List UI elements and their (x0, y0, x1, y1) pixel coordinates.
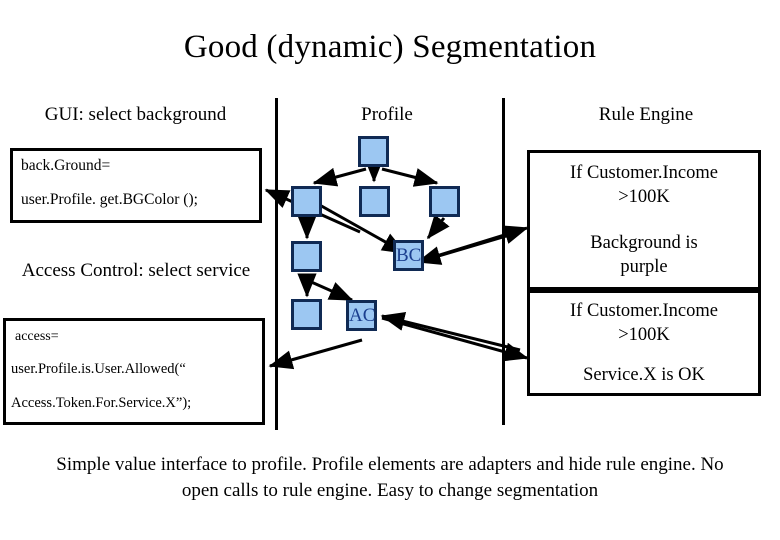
rule-2-condition-line-1: If Customer.Income (570, 301, 718, 321)
profile-node-left-3[interactable] (291, 299, 322, 330)
rule-1-condition-line-2: >100K (618, 187, 670, 207)
rule-2-condition-line-2: >100K (618, 325, 670, 345)
column-header-gui: GUI: select background (44, 104, 227, 125)
access-code-line-3: Access.Token.For.Service.X”); (11, 395, 192, 411)
rule-2-action: Service.X is OK (530, 363, 758, 387)
profile-node-right[interactable] (429, 186, 460, 217)
column-header-rule-engine: Rule Engine (598, 104, 694, 125)
gui-code-line-2: user.Profile. get.BGColor (); (21, 191, 198, 208)
rule-1-action-line-1: Background is (590, 233, 698, 253)
rule-box-background: If Customer.Income >100K Background is p… (527, 150, 761, 290)
access-control-label: Access Control: select service (21, 260, 251, 281)
rule-2-condition: If Customer.Income >100K (530, 299, 758, 347)
rule-1-condition-line-1: If Customer.Income (570, 163, 718, 183)
profile-node-ac[interactable]: AC (346, 300, 377, 331)
profile-node-left-2[interactable] (291, 241, 322, 272)
column-divider-right (502, 98, 505, 425)
profile-node-center[interactable] (359, 186, 390, 217)
rule-1-action: Background is purple (530, 231, 758, 279)
rule-box-service: If Customer.Income >100K Service.X is OK (527, 290, 761, 396)
rule-1-action-line-2: purple (620, 257, 668, 277)
page-title: Good (dynamic) Segmentation (183, 29, 597, 65)
rule-1-condition: If Customer.Income >100K (530, 161, 758, 209)
access-code-box: access= user.Profile.is.User.Allowed(“ A… (3, 318, 265, 425)
rule-2-action-line-1: Service.X is OK (583, 365, 705, 385)
slide-caption: Simple value interface to profile. Profi… (56, 454, 724, 501)
access-code-line-2: user.Profile.is.User.Allowed(“ (11, 361, 186, 377)
gui-code-line-1: back.Ground= (21, 157, 111, 174)
column-divider-left (275, 98, 278, 430)
column-header-profile: Profile (361, 104, 413, 125)
profile-node-bc[interactable]: BC (393, 240, 424, 271)
gui-code-box: back.Ground= user.Profile. get.BGColor (… (10, 148, 262, 223)
profile-node-left[interactable] (291, 186, 322, 217)
profile-node-root[interactable] (358, 136, 389, 167)
access-code-line-1: access= (15, 329, 59, 344)
